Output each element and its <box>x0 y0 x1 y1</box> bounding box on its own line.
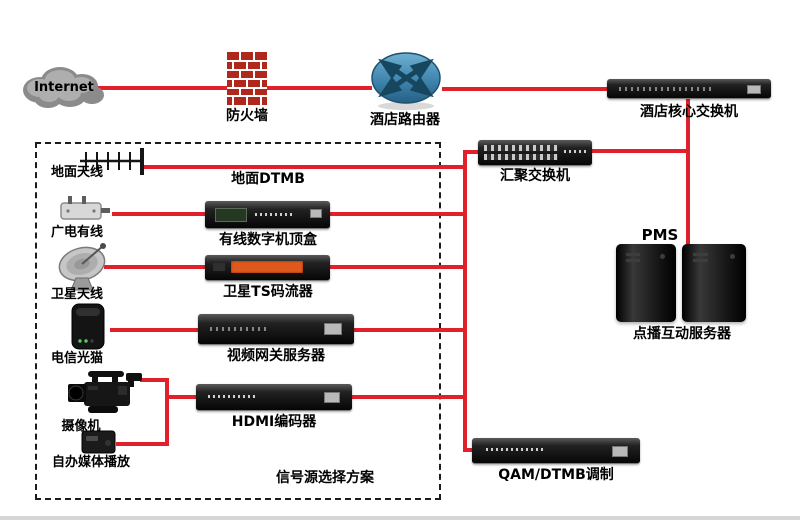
cable-splitter-icon <box>60 196 110 220</box>
firewall-label: 防火墙 <box>226 108 268 124</box>
terrestrial-antenna-icon <box>80 148 144 175</box>
optical-modem-label: 电信光猫 <box>50 351 103 366</box>
ts-streamer-device <box>205 255 330 281</box>
aggregation-switch-label: 汇聚交换机 <box>500 168 570 184</box>
hdmi-encoder-label: HDMI编码器 <box>231 414 317 430</box>
terrestrial-antenna-label: 地面天线 <box>50 165 103 180</box>
firewall-icon <box>227 52 267 105</box>
internet-label: Internet <box>34 80 94 95</box>
hdmi-encoder-device <box>196 384 352 411</box>
qam-modulator-label: QAM/DTMB调制 <box>498 467 614 483</box>
pms-label: PMS <box>641 226 679 244</box>
internet-cloud-icon <box>23 67 104 108</box>
bottom-divider <box>0 516 800 520</box>
camera-label: 摄像机 <box>61 419 101 434</box>
ts-streamer-label: 卫星TS码流器 <box>223 284 313 300</box>
vod-server-label: 点播互动服务器 <box>633 326 731 342</box>
stb-label: 有线数字机顶盒 <box>219 232 317 248</box>
optical-modem-icon <box>71 303 105 350</box>
core-switch-label: 酒店核心交换机 <box>640 104 738 120</box>
video-gateway-label: 视频网关服务器 <box>227 348 325 364</box>
qam-modulator-device <box>472 438 640 464</box>
router-label: 酒店路由器 <box>370 112 440 128</box>
terrestrial-dtmb-label: 地面DTMB <box>231 171 305 187</box>
satellite-label: 卫星天线 <box>50 287 103 302</box>
core-switch-device <box>607 79 771 99</box>
satellite-dish-icon <box>58 243 106 291</box>
media-player-label: 自办媒体播放 <box>51 455 130 470</box>
signal-source-group-label: 信号源选择方案 <box>276 470 374 486</box>
video-gateway-device <box>198 314 354 345</box>
aggregation-switch-device <box>478 140 592 166</box>
vod-server-tower-left <box>616 244 676 322</box>
stb-device <box>205 201 330 229</box>
cable-label: 广电有线 <box>50 225 103 240</box>
media-player-icon <box>81 430 116 454</box>
router-icon <box>371 52 441 110</box>
signal-source-group-box <box>35 142 441 500</box>
camera-icon <box>68 371 142 413</box>
vod-server-tower-right <box>682 244 746 322</box>
